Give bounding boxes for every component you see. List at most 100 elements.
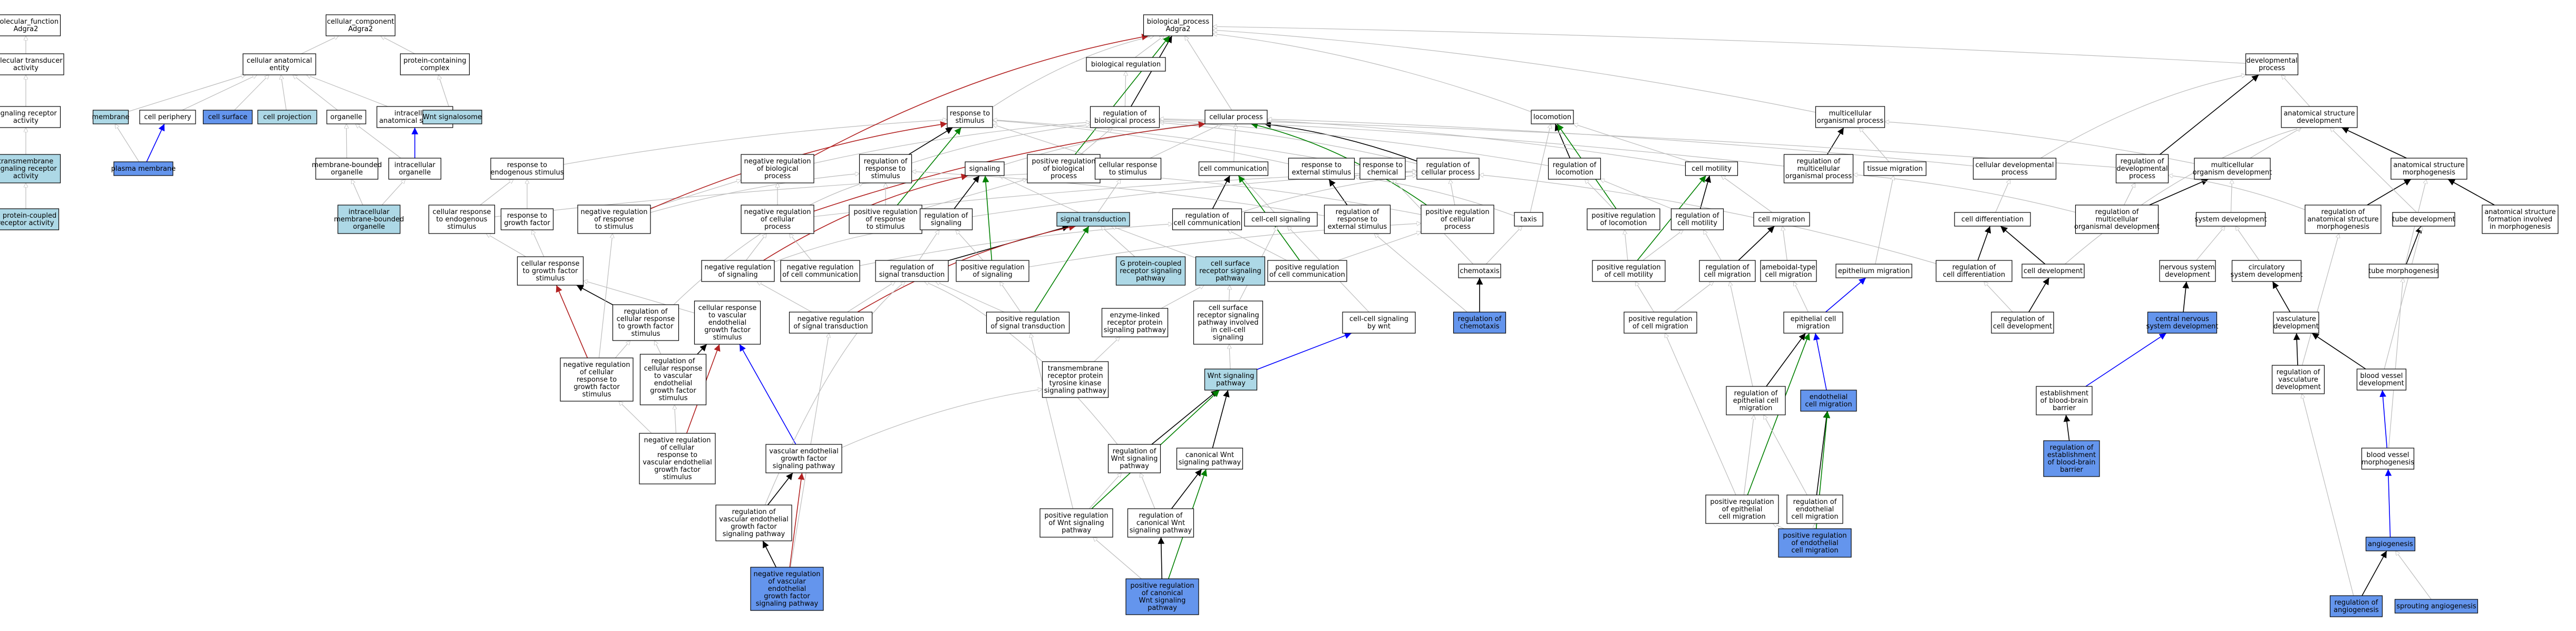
go-term-node-wntsig[interactable]: Wnt signalosome: [422, 110, 482, 124]
go-term-node-pm[interactable]: plasma membrane: [111, 161, 176, 176]
go-term-node-cdiff[interactable]: cell differentiation: [1954, 212, 2031, 227]
go-term-node-ccomm[interactable]: cell communication: [1198, 161, 1269, 176]
go-term-node-cellproc[interactable]: cellular process: [1204, 110, 1268, 124]
go-term-node-angio[interactable]: angiogenesis: [2365, 537, 2416, 551]
go-term-node-tubemorph[interactable]: tube morphogenesis: [2368, 264, 2439, 278]
go-term-node-chemotaxis[interactable]: chemotaxis: [1458, 264, 1501, 278]
go-term-node-sigtrans[interactable]: signal transduction: [1056, 212, 1130, 227]
go-term-node-organelle[interactable]: organelle: [326, 110, 366, 124]
go-term-node-cperiph[interactable]: cell periphery: [139, 110, 196, 124]
go-term-node-membrane[interactable]: membrane: [92, 110, 130, 124]
go-term-node-cmot[interactable]: cell motility: [1685, 161, 1738, 176]
go-term-node-tmig[interactable]: tissue migration: [1863, 161, 1927, 176]
go-term-node-csig[interactable]: cell-cell signaling: [1244, 212, 1318, 227]
go-term-node-cproj[interactable]: cell projection: [257, 110, 317, 124]
go-term-node-bioreg[interactable]: biological regulation: [1086, 57, 1166, 72]
go-term-node-csurf[interactable]: cell surface: [202, 110, 253, 124]
go-term-node-locomotion[interactable]: locomotion: [1531, 110, 1574, 124]
go-term-node-sysdev[interactable]: system development: [2195, 212, 2267, 227]
go-term-node-signaling[interactable]: signaling: [965, 161, 1005, 176]
go-term-node-celldev[interactable]: cell development: [2021, 264, 2085, 278]
go-term-node-epimig[interactable]: epithelium migration: [1835, 264, 1912, 278]
